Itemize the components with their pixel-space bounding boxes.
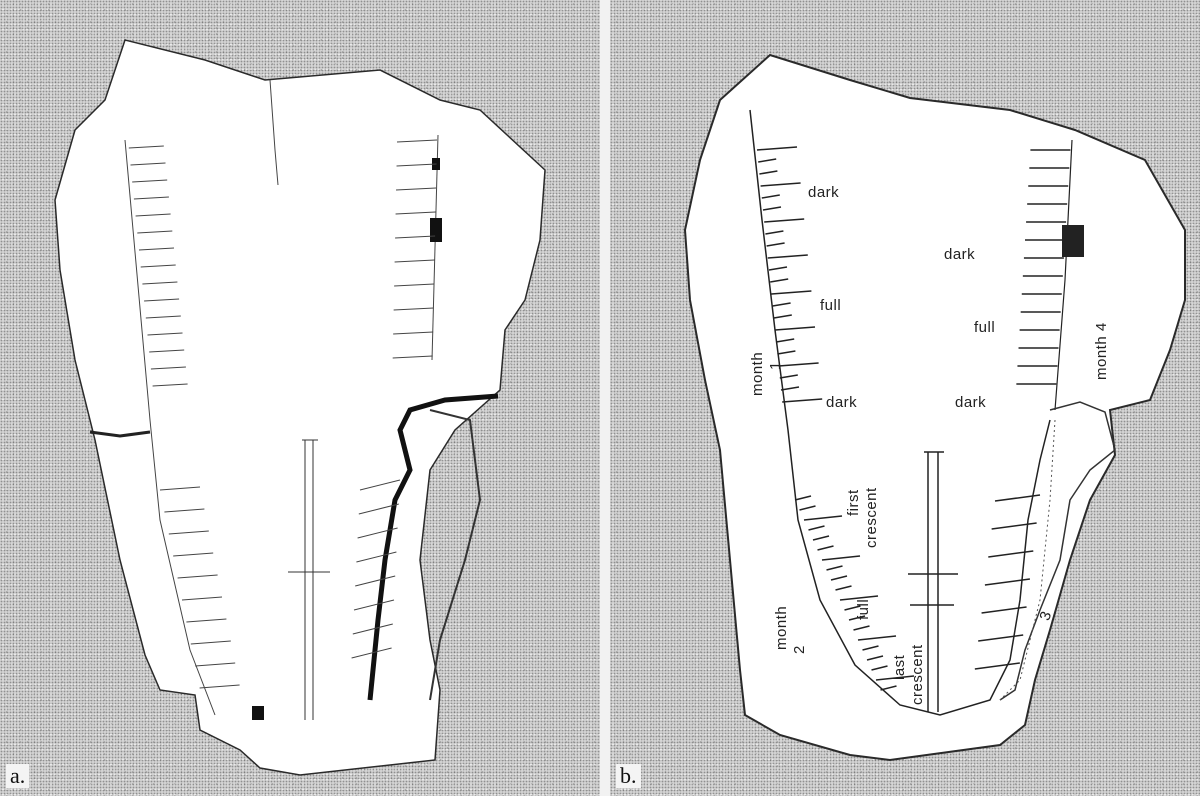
label-month-1-num: 1 bbox=[768, 361, 784, 370]
label-month-4: month 4 bbox=[1094, 322, 1110, 380]
panel-letter-a: a. bbox=[6, 764, 29, 788]
label-crescent-2: crescent bbox=[910, 644, 926, 705]
label-dark-4b: dark bbox=[955, 395, 986, 411]
label-month-1-word: month bbox=[750, 352, 766, 396]
bone-outline-b bbox=[685, 55, 1185, 760]
label-dark-2: dark bbox=[826, 395, 857, 411]
label-month-2-word: month bbox=[774, 606, 790, 650]
label-dark-4a: dark bbox=[944, 247, 975, 263]
label-dark-1: dark bbox=[808, 185, 839, 201]
panel-divider bbox=[600, 0, 610, 796]
label-month-2-num: 2 bbox=[792, 645, 808, 654]
label-last: last bbox=[892, 655, 908, 680]
smudge-a-2 bbox=[430, 218, 442, 242]
label-full-1: full bbox=[820, 298, 841, 314]
label-full-4: full bbox=[974, 320, 995, 336]
panel-b: b. dark full month 1 dark first crescent… bbox=[610, 0, 1200, 796]
bone-drawing-a bbox=[0, 0, 600, 796]
smudge-b-1 bbox=[1062, 225, 1084, 257]
label-full-2: full bbox=[856, 599, 872, 620]
panel-letter-b: b. bbox=[616, 764, 641, 788]
panel-a: a. bbox=[0, 0, 600, 796]
bone-outline-a bbox=[55, 40, 545, 775]
label-first: first bbox=[846, 489, 862, 516]
smudge-a-3 bbox=[252, 706, 264, 720]
label-crescent-1: crescent bbox=[864, 487, 880, 548]
